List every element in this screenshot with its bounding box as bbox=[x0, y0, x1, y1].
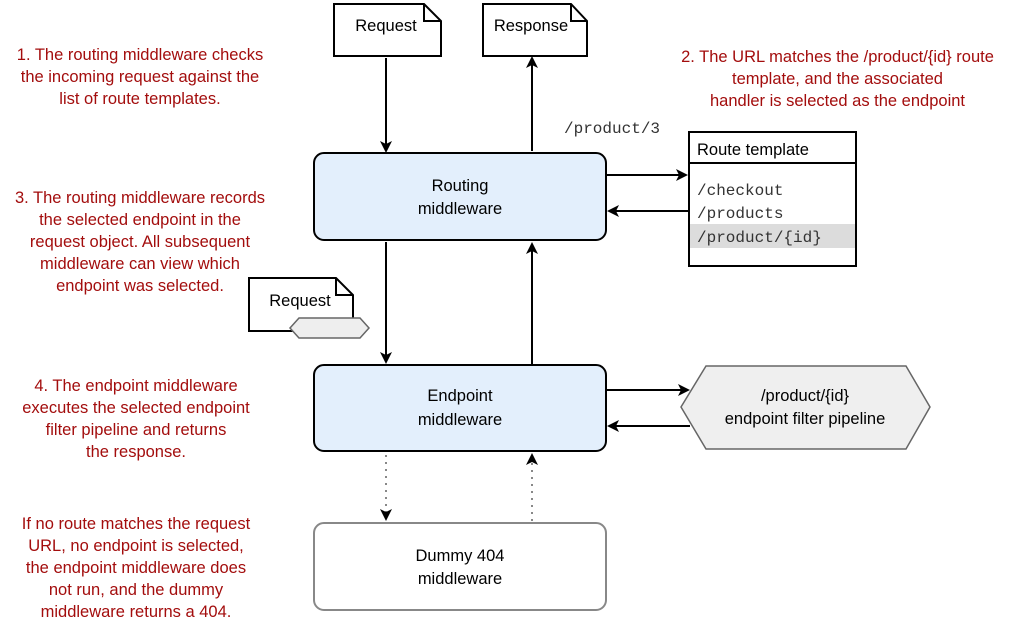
routing-middleware-box: Routing middleware bbox=[313, 152, 607, 241]
url-label: /product/3 bbox=[564, 120, 660, 138]
endpoint-tag-icon bbox=[288, 317, 371, 339]
request-side-label: Request bbox=[269, 292, 331, 310]
routing-middleware-line2: middleware bbox=[418, 200, 502, 218]
endpoint-filter-pipeline: /product/{id} endpoint filter pipeline bbox=[680, 365, 931, 450]
dummy-middleware-line1: Dummy 404 bbox=[416, 547, 505, 565]
dummy-middleware-line2: middleware bbox=[418, 570, 502, 588]
route-template-header: Route template bbox=[697, 141, 809, 159]
request-with-endpoint-icon: Request bbox=[248, 277, 371, 339]
response-document-icon: Response bbox=[482, 3, 588, 57]
note-2: 2. The URL matches the /product/{id} rou… bbox=[681, 48, 994, 110]
request-document-icon: Request bbox=[333, 3, 442, 57]
endpoint-middleware-box: Endpoint middleware bbox=[313, 364, 607, 452]
route-row-products: /products bbox=[697, 205, 783, 223]
endpoint-middleware-line1: Endpoint bbox=[427, 387, 493, 405]
route-row-highlight bbox=[690, 224, 855, 248]
pipeline-line1: /product/{id} bbox=[761, 387, 850, 405]
endpoint-middleware-line2: middleware bbox=[418, 411, 502, 429]
routing-middleware-line1: Routing bbox=[432, 177, 489, 195]
response-top-label: Response bbox=[494, 17, 568, 35]
route-template-table: Route template /checkout /products /prod… bbox=[688, 131, 857, 267]
dummy-404-middleware-box: Dummy 404 middleware bbox=[313, 522, 607, 611]
pipeline-line2: endpoint filter pipeline bbox=[725, 410, 886, 428]
route-row-checkout: /checkout bbox=[697, 182, 783, 200]
route-row-product-id: /product/{id} bbox=[697, 229, 822, 247]
request-top-label: Request bbox=[355, 17, 417, 35]
